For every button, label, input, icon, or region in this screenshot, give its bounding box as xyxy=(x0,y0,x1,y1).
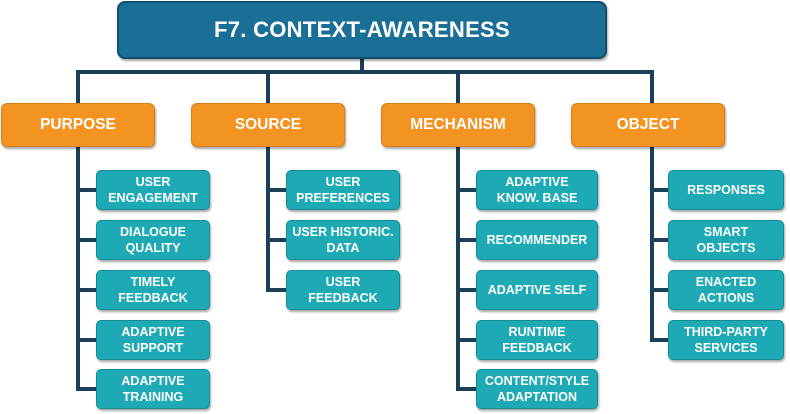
purpose-item-dialogue-quality: DIALOGUE QUALITY xyxy=(96,220,210,260)
mechanism-item-adaptive-know-base: ADAPTIVE KNOW. BASE xyxy=(476,170,598,210)
object-item-third-party-services: THIRD-PARTY SERVICES xyxy=(668,320,784,360)
object-item-smart-objects: SMART OBJECTS xyxy=(668,220,784,260)
object-item-enacted-actions: ENACTED ACTIONS xyxy=(668,270,784,310)
source-item-user-historic-data: USER HISTORIC. DATA xyxy=(286,220,400,260)
category-purpose: PURPOSE xyxy=(1,103,155,147)
category-source: SOURCE xyxy=(191,103,345,147)
source-item-user-feedback: USER FEEDBACK xyxy=(286,270,400,310)
diagram-title: F7. CONTEXT-AWARENESS xyxy=(117,1,607,59)
purpose-item-adaptive-training: ADAPTIVE TRAINING xyxy=(96,369,210,409)
source-item-user-preferences: USER PREFERENCES xyxy=(286,170,400,210)
category-mechanism: MECHANISM xyxy=(381,103,535,147)
mechanism-item-adaptive-self: ADAPTIVE SELF xyxy=(476,270,598,310)
mechanism-item-recommender: RECOMMENDER xyxy=(476,220,598,260)
mechanism-item-content-style-adaptation: CONTENT/STYLE ADAPTATION xyxy=(476,369,598,409)
mechanism-item-runtime-feedback: RUNTIME FEEDBACK xyxy=(476,320,598,360)
purpose-item-user-engagement: USER ENGAGEMENT xyxy=(96,170,210,210)
purpose-item-adaptive-support: ADAPTIVE SUPPORT xyxy=(96,320,210,360)
category-object: OBJECT xyxy=(571,103,725,147)
purpose-item-timely-feedback: TIMELY FEEDBACK xyxy=(96,270,210,310)
object-item-responses: RESPONSES xyxy=(668,170,784,210)
